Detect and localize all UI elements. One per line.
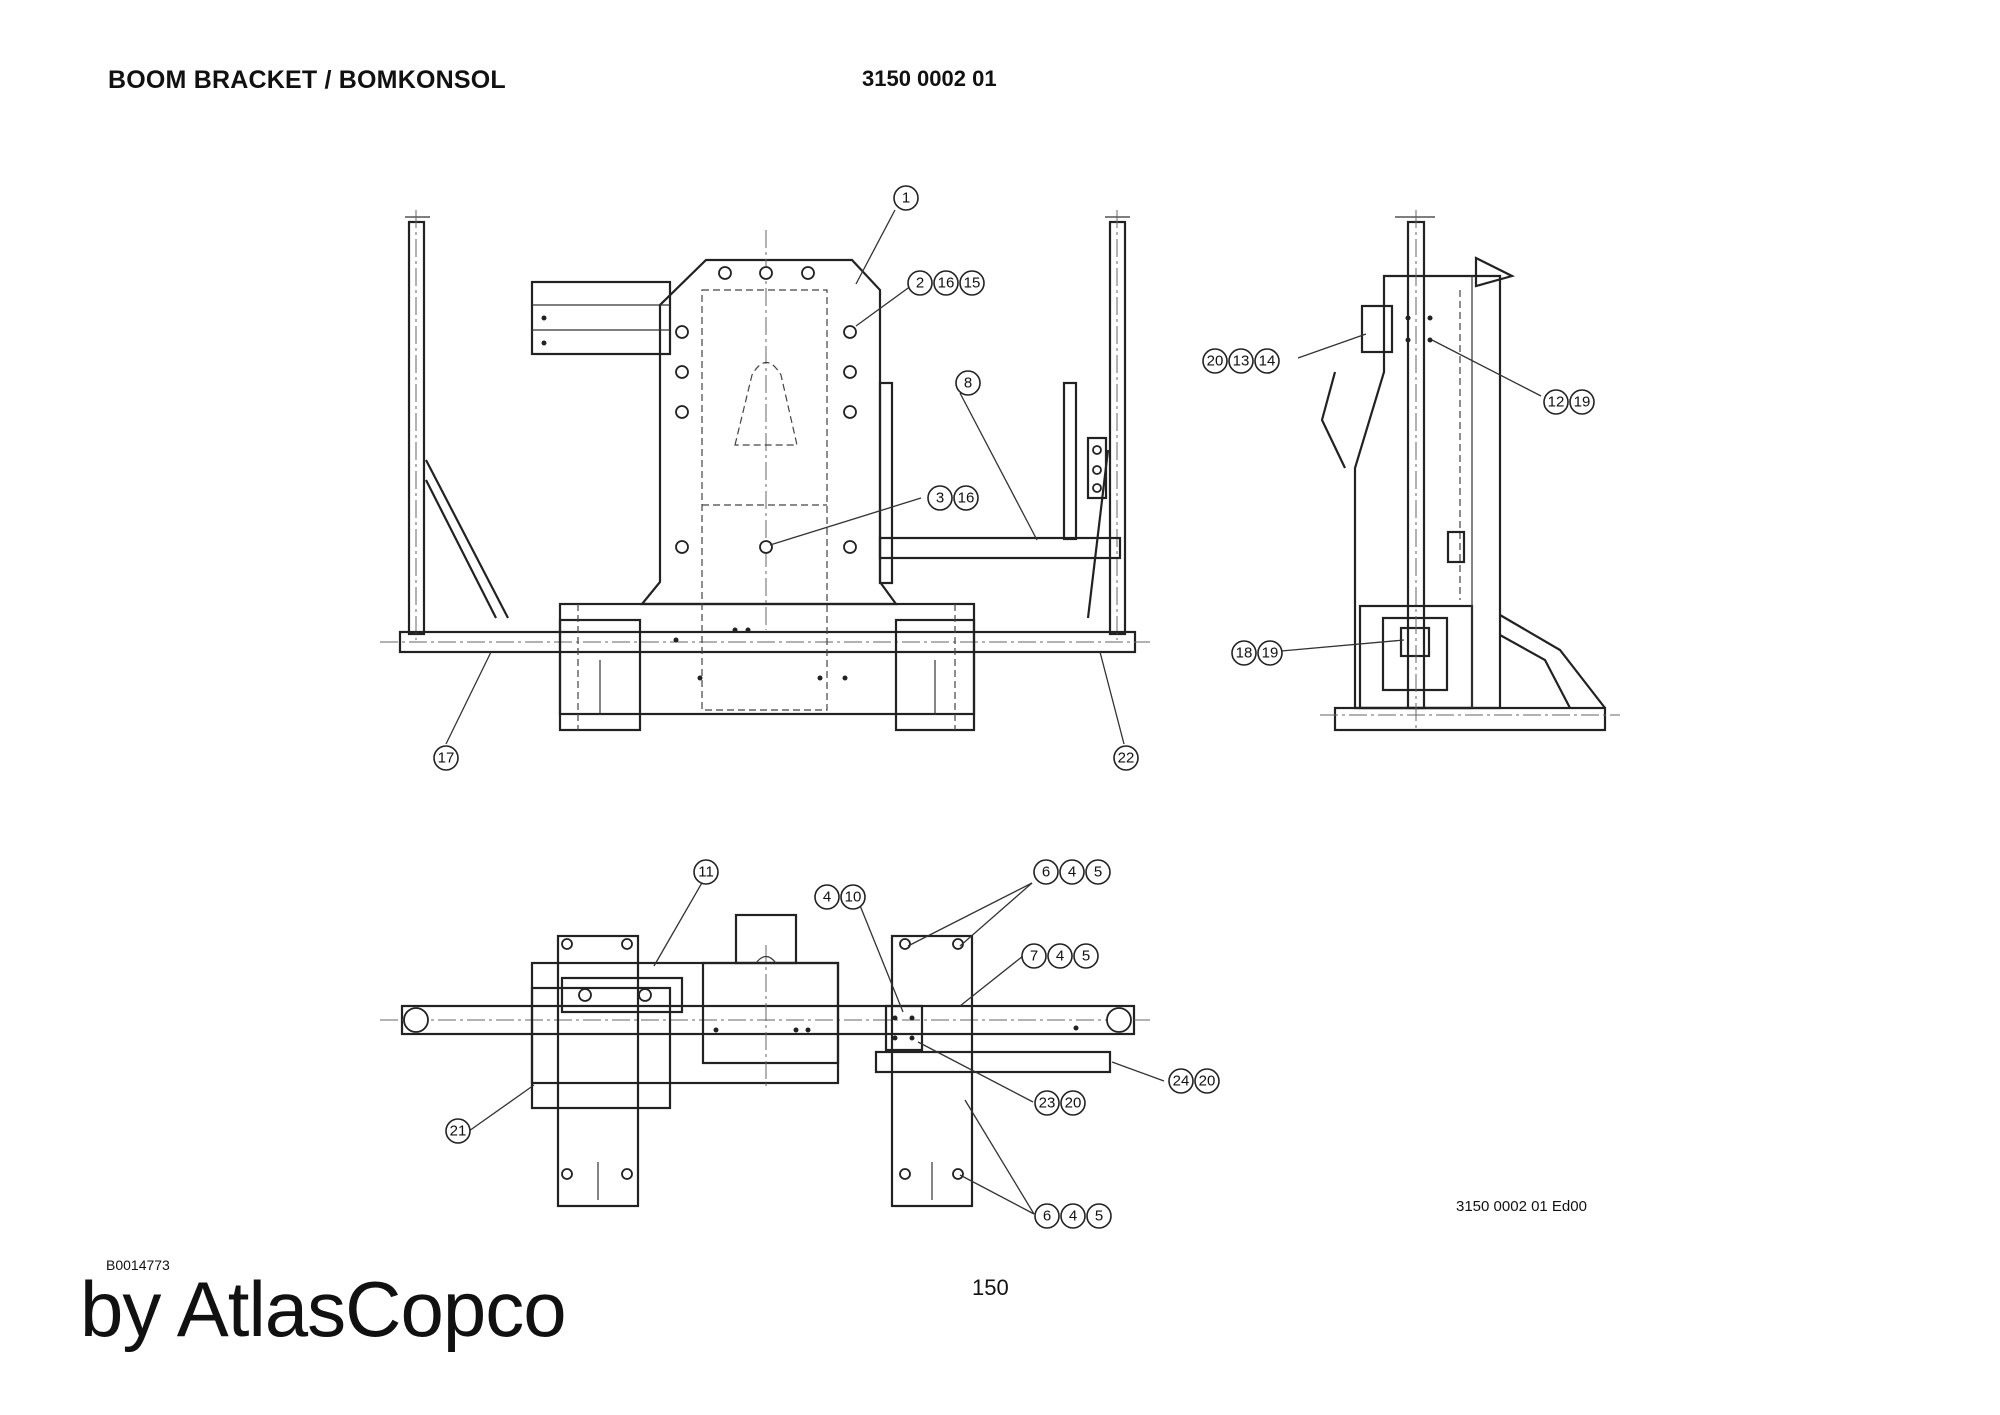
- svg-text:17: 17: [438, 750, 455, 767]
- svg-text:20: 20: [1199, 1073, 1216, 1090]
- svg-text:11: 11: [698, 864, 714, 881]
- svg-text:23: 23: [1039, 1095, 1056, 1112]
- callout-20-13-14: 20 13 14: [1202, 348, 1280, 374]
- svg-text:12: 12: [1548, 394, 1565, 411]
- brand-text: by AtlasCopco: [80, 1265, 567, 1353]
- callout-4-10: 4 10: [814, 884, 866, 910]
- svg-text:7: 7: [1030, 948, 1038, 965]
- svg-text:5: 5: [1095, 1208, 1103, 1225]
- svg-text:10: 10: [845, 889, 862, 906]
- page-title: BOOM BRACKET / BOMKONSOL: [108, 66, 506, 94]
- svg-text:22: 22: [1118, 750, 1135, 767]
- svg-text:19: 19: [1262, 645, 1279, 662]
- callout-3-16: 3 16: [927, 485, 979, 511]
- callout-24-20: 24 20: [1168, 1068, 1220, 1094]
- svg-text:4: 4: [1069, 1208, 1077, 1225]
- drawing-number: 3150 0002 01 Ed00: [1456, 1198, 1587, 1215]
- svg-text:15: 15: [964, 275, 981, 292]
- leader-lines: [445, 209, 1542, 1215]
- callout-21: 21: [445, 1118, 471, 1144]
- figure-id: B0014773: [106, 1257, 170, 1273]
- callout-22: 22: [1113, 745, 1139, 771]
- svg-text:3: 3: [936, 490, 944, 507]
- svg-text:14: 14: [1259, 353, 1276, 370]
- svg-text:19: 19: [1574, 394, 1591, 411]
- svg-text:24: 24: [1173, 1073, 1190, 1090]
- callout-8: 8: [955, 370, 981, 396]
- svg-text:6: 6: [1042, 864, 1050, 881]
- callout-balloons: 1 2 16 15 8 3 16 17 22 20 13 14 12 19: [433, 185, 1595, 1229]
- page-number: 150: [972, 1275, 1009, 1300]
- svg-text:16: 16: [958, 490, 975, 507]
- part-number: 3150 0002 01: [862, 66, 997, 91]
- callout-7-4-5: 7 4 5: [1021, 943, 1099, 969]
- svg-text:1: 1: [902, 190, 910, 207]
- callout-11: 11: [693, 859, 719, 885]
- front-view: [380, 210, 1150, 732]
- svg-text:4: 4: [823, 889, 831, 906]
- callout-2-16-15: 2 16 15: [907, 270, 985, 296]
- svg-text:5: 5: [1082, 948, 1090, 965]
- side-view: [1320, 210, 1620, 732]
- svg-text:16: 16: [938, 275, 955, 292]
- svg-text:20: 20: [1065, 1095, 1082, 1112]
- svg-text:21: 21: [450, 1123, 467, 1140]
- top-view: [380, 913, 1150, 1208]
- svg-text:6: 6: [1043, 1208, 1051, 1225]
- callout-17: 17: [433, 745, 459, 771]
- svg-text:13: 13: [1233, 353, 1250, 370]
- svg-text:5: 5: [1094, 864, 1102, 881]
- callout-6-4-5-upper: 6 4 5: [1033, 859, 1111, 885]
- svg-text:8: 8: [964, 375, 972, 392]
- callout-23-20: 23 20: [1034, 1090, 1086, 1116]
- svg-text:4: 4: [1068, 864, 1076, 881]
- svg-text:18: 18: [1236, 645, 1253, 662]
- svg-text:2: 2: [916, 275, 924, 292]
- svg-text:20: 20: [1207, 353, 1224, 370]
- svg-text:4: 4: [1056, 948, 1064, 965]
- callout-6-4-5-lower: 6 4 5: [1034, 1203, 1112, 1229]
- callout-1: 1: [893, 185, 919, 211]
- callout-18-19: 18 19: [1231, 640, 1283, 666]
- callout-12-19: 12 19: [1543, 389, 1595, 415]
